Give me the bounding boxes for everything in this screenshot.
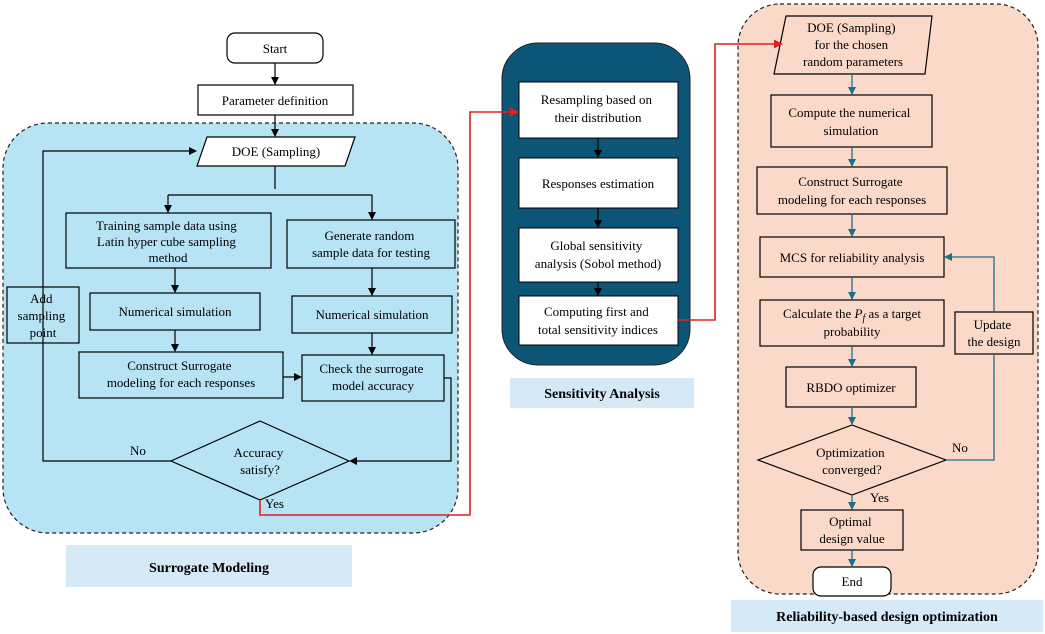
calculate-pf-label: Calculate the Pf as a target xyxy=(783,306,921,324)
numerical-simulation-left-label: Numerical simulation xyxy=(118,304,232,319)
parameter-definition-box xyxy=(197,84,354,116)
sensitivity-label-box xyxy=(510,378,694,408)
accuracy-decision-label: Accuracy satisfy? xyxy=(233,445,286,477)
end-node xyxy=(812,566,892,597)
numerical-simulation-right-label: Numerical simulation xyxy=(315,307,429,322)
start-label: Start xyxy=(263,41,288,56)
doe-sampling-label: DOE (Sampling) xyxy=(232,144,320,159)
computing-indices-label: Computing first and total sensitivity in… xyxy=(538,304,658,337)
rbdo-connectors xyxy=(848,74,995,567)
rbdo-optimizer-label: RBDO optimizer xyxy=(806,380,896,395)
optimization-no-label: No xyxy=(952,440,968,455)
rbdo-doe-label: DOE (Sampling) for the chosen random par… xyxy=(803,20,903,69)
update-design-box xyxy=(954,311,1034,355)
rbdo-section-label: Reliability-based design optimization xyxy=(776,610,998,625)
training-sample-box xyxy=(65,212,272,269)
accuracy-no-label: No xyxy=(130,443,146,458)
resampling-label: Resampling based on their distribution xyxy=(541,92,655,125)
construct-surrogate-box xyxy=(78,351,284,399)
calculate-pf-label-line2: probability xyxy=(823,324,881,339)
compute-simulation-box xyxy=(770,94,933,148)
cross-section-links xyxy=(259,39,783,516)
mcs-reliability-label: MCS for reliability analysis xyxy=(780,250,925,265)
generate-random-box xyxy=(286,219,456,269)
parameter-definition-label: Parameter definition xyxy=(222,93,329,108)
surrogate-label-box xyxy=(66,545,352,587)
update-design-label: Update the design xyxy=(967,317,1021,349)
check-accuracy-label: Check the surrogate model accuracy xyxy=(319,361,426,393)
check-accuracy-box xyxy=(301,354,445,402)
optimal-design-label: Optimal design value xyxy=(819,514,885,546)
responses-estimation-box xyxy=(518,157,679,209)
generate-random-label: Generate random sample data for testing xyxy=(312,228,431,260)
doe-sampling-node xyxy=(196,136,356,167)
surrogate-connectors xyxy=(42,63,452,465)
training-sample-label: Training sample data using Latin hyper c… xyxy=(96,218,240,265)
optimization-decision-label: Optimization converged? xyxy=(816,445,888,477)
accuracy-yes-label: Yes xyxy=(265,496,284,511)
rbdo-doe-node xyxy=(773,15,933,75)
computing-indices-box xyxy=(518,295,679,346)
numerical-simulation-left-box xyxy=(89,292,261,331)
sensitivity-section-label: Sensitivity Analysis xyxy=(544,387,660,402)
rbdo-construct-surrogate-label: Construct Surrogate modeling for each re… xyxy=(778,174,926,207)
optimization-yes-label: Yes xyxy=(870,490,889,505)
end-label: End xyxy=(842,574,863,589)
global-sensitivity-label: Global sensitivity analysis (Sobol metho… xyxy=(535,238,661,271)
rbdo-panel xyxy=(737,3,1039,595)
rbdo-label-box xyxy=(731,600,1043,632)
rbdo-construct-surrogate-box xyxy=(756,166,948,215)
responses-estimation-label: Responses estimation xyxy=(542,176,655,191)
compute-simulation-label: Compute the numerical simulation xyxy=(788,105,913,138)
resampling-box xyxy=(518,81,679,139)
surrogate-section-label: Surrogate Modeling xyxy=(149,561,269,576)
global-sensitivity-box xyxy=(518,227,679,283)
construct-surrogate-label: Construct Surrogate modeling for each re… xyxy=(107,358,255,390)
rbdo-optimizer-box xyxy=(785,366,917,408)
